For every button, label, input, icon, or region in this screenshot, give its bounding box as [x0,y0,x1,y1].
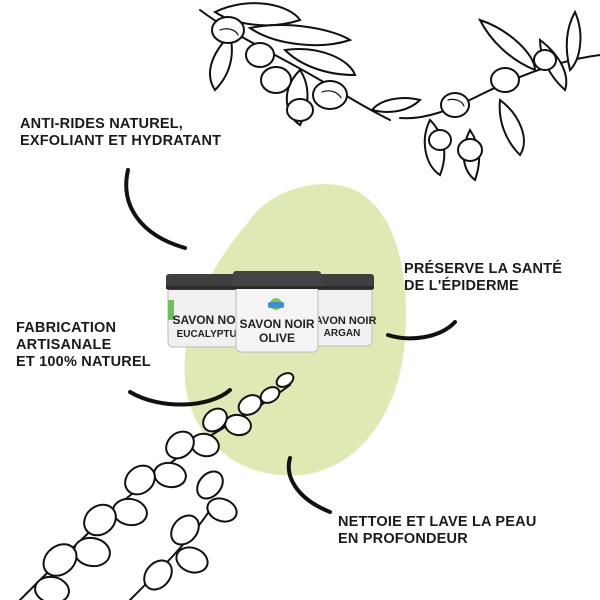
jar-eucalyptus-line1: SAVON NOIR [172,313,247,327]
pointer-line-preserve [386,320,457,341]
pointer-lines [124,168,457,514]
feature-anti-rides-line2: EXFOLIANT ET HYDRATANT [20,133,222,149]
pointer-line-anti-rides [124,168,187,250]
feature-fabrication: FABRICATION ARTISANALE ET 100% NATUREL [16,320,151,371]
feature-fabrication-line1: FABRICATION [16,320,117,336]
feature-fabrication-line3: ET 100% NATUREL [16,354,151,370]
jar-olive: SAVON NOIR OLIVE [233,271,321,353]
feature-anti-rides-line1: ANTI-RIDES NATUREL, [20,116,184,132]
jar-argan-line2: ARGAN [324,328,361,339]
feature-fabrication-line2: ARTISANALE [16,337,112,353]
eucalyptus-branch-icon [19,372,295,600]
jar-olive-line1: SAVON NOIR [239,317,314,331]
feature-nettoie-line1: NETTOIE ET LAVE LA PEAU [338,514,537,530]
feature-preserve-line2: DE L'ÉPIDERME [404,278,519,294]
brand-logo [268,298,284,310]
feature-preserve-line1: PRÉSERVE LA SANTÉ [404,261,563,277]
jar-olive-line2: OLIVE [259,331,295,345]
pointer-line-fabrication [128,388,232,407]
olive-branch-top-left-icon [199,2,391,127]
olive-branch-top-right-icon [370,9,600,182]
pointer-line-nettoie [286,456,332,514]
feature-anti-rides: ANTI-RIDES NATUREL, EXFOLIANT ET HYDRATA… [20,116,221,150]
feature-nettoie-line2: EN PROFONDEUR [338,531,468,547]
product-jars: SAVON NOIR EUCALYPTUS SAVON NOIR ARGAN [166,271,377,353]
jar-eucalyptus-line2: EUCALYPTUS [177,329,244,340]
jar-argan-line1: SAVON NOIR [308,315,377,327]
feature-preserve: PRÉSERVE LA SANTÉ DE L'ÉPIDERME [404,261,562,295]
feature-nettoie: NETTOIE ET LAVE LA PEAU EN PROFONDEUR [338,514,537,548]
